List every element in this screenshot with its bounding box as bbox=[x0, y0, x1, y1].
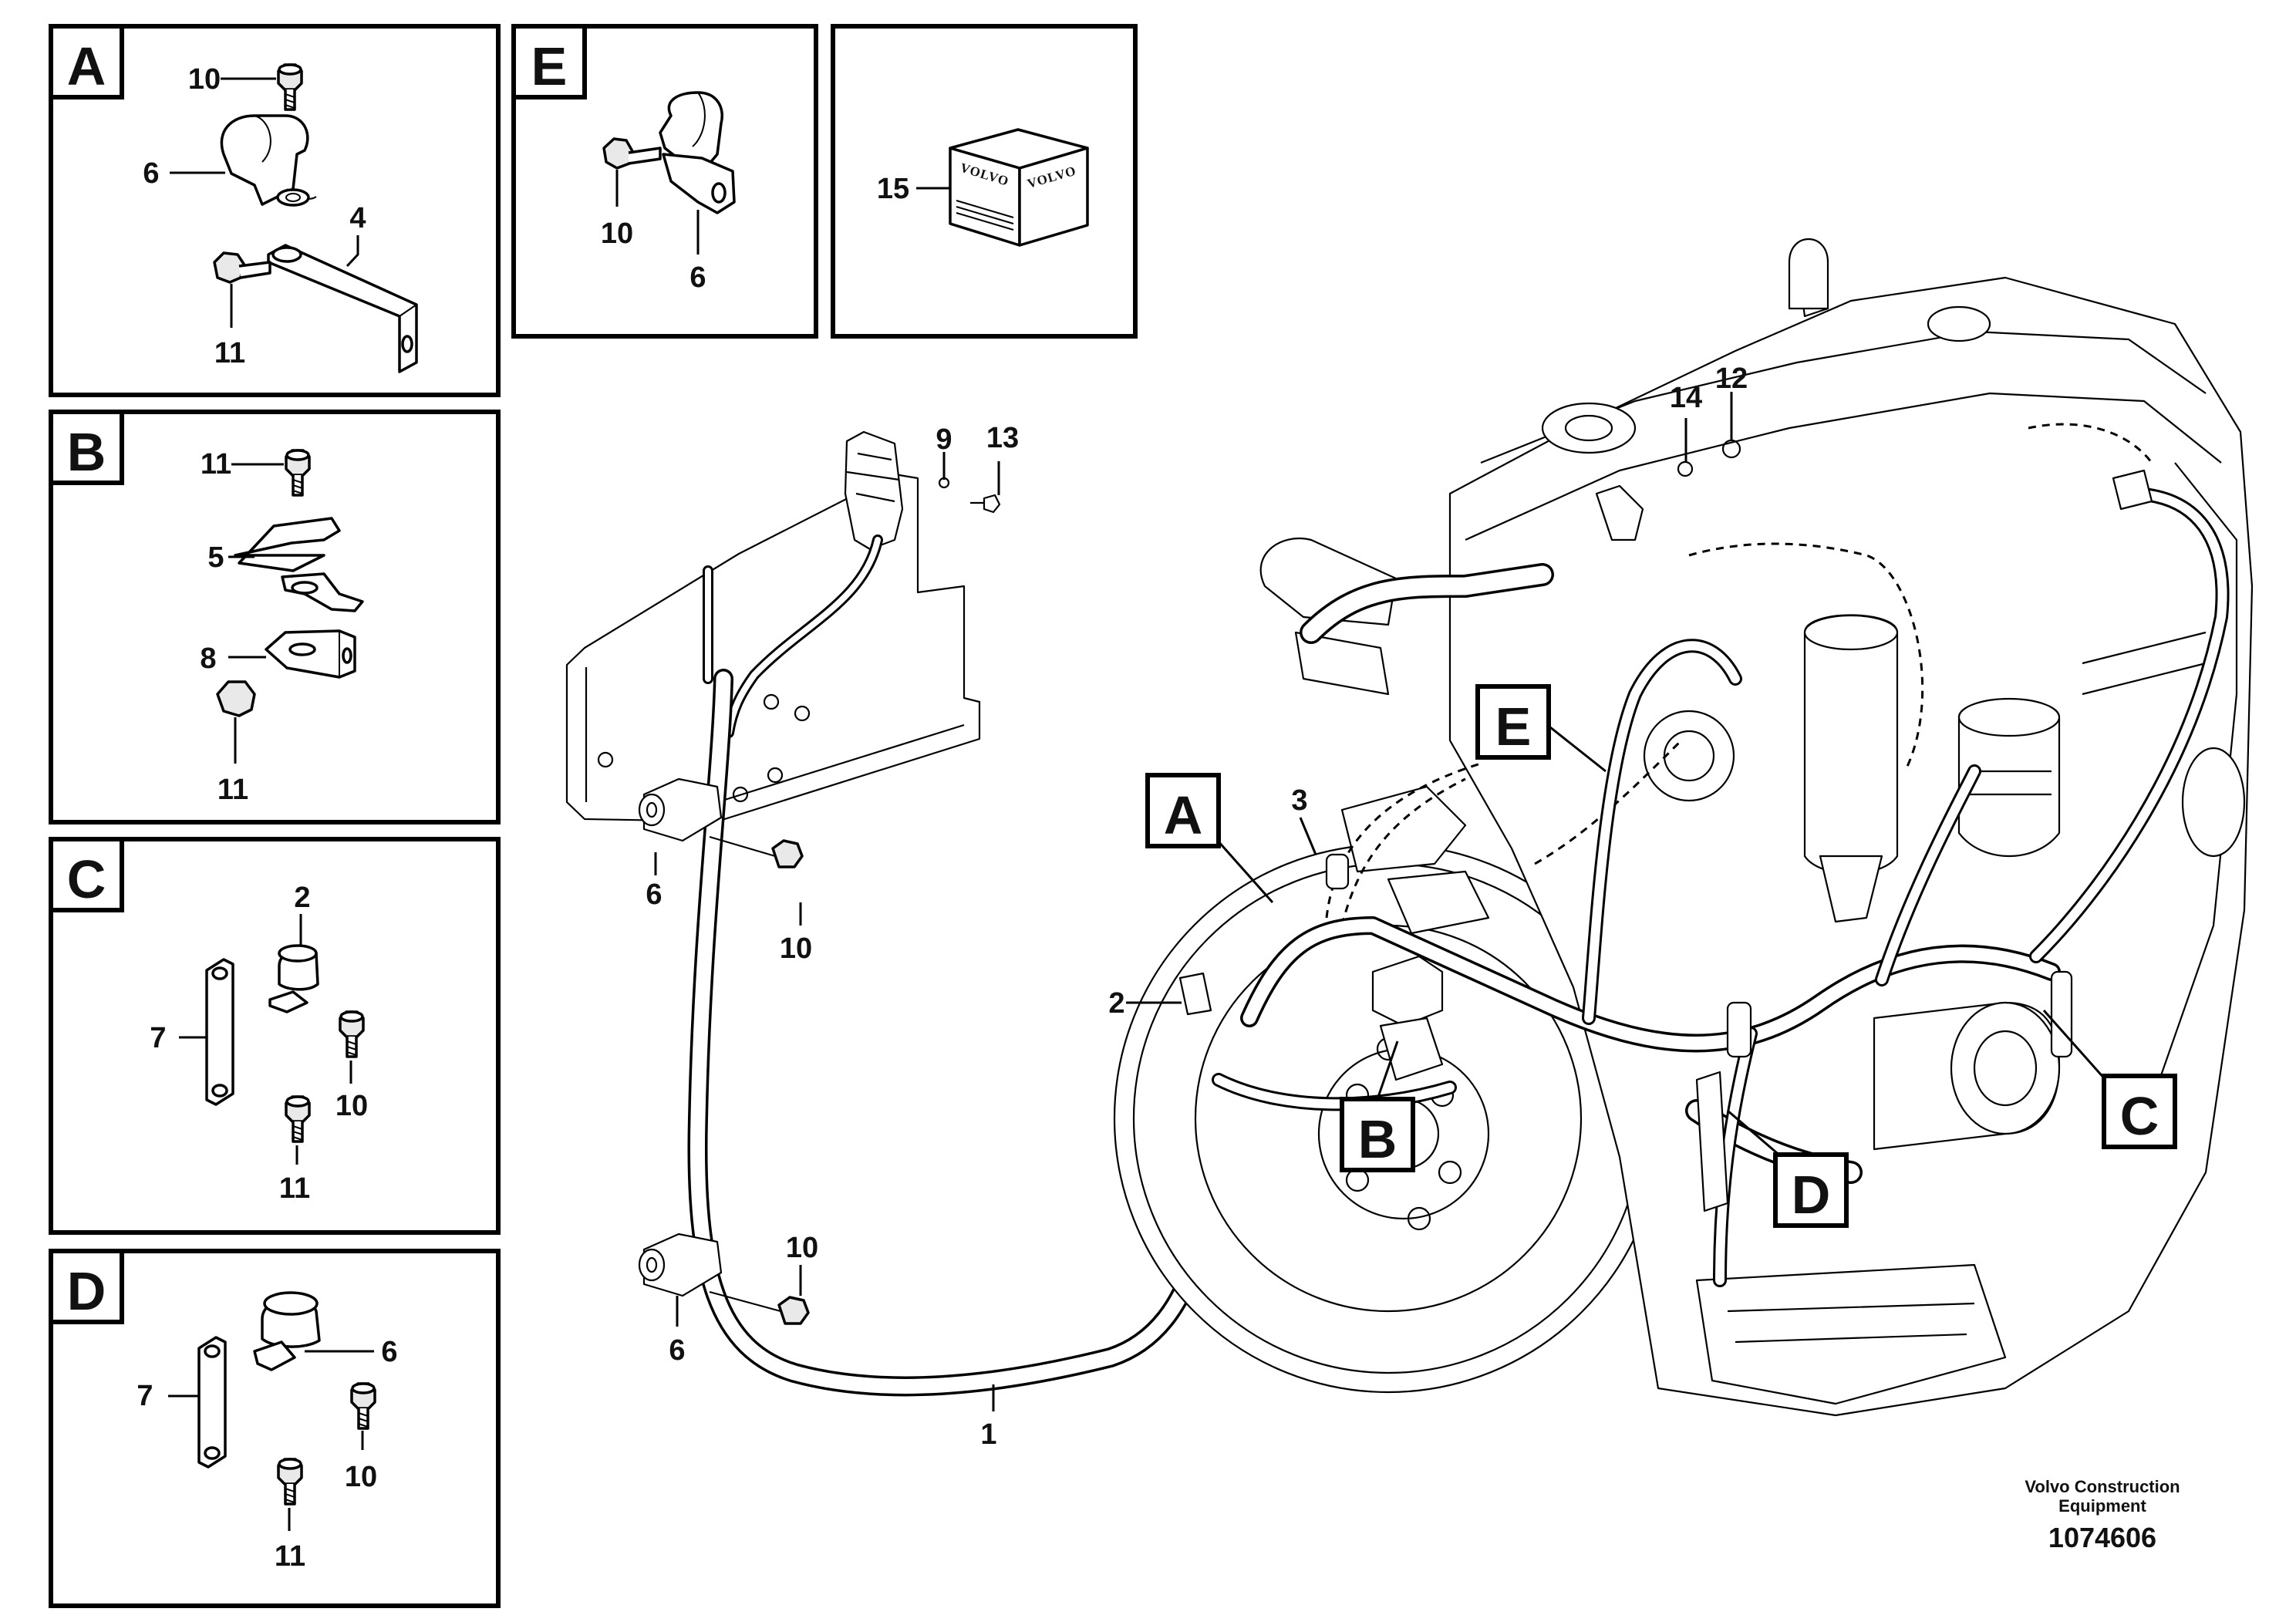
tag-e-letter: E bbox=[1495, 696, 1532, 757]
footer: Volvo Construction Equipment 1074606 bbox=[2025, 1477, 2180, 1553]
screw-10-upper-icon bbox=[709, 835, 804, 868]
panel-c-tag bbox=[49, 837, 124, 912]
panel-d-letter: D bbox=[67, 1261, 106, 1321]
panel-d-label-11: 11 bbox=[275, 1540, 305, 1573]
panel-b-tag bbox=[49, 410, 124, 485]
panel-a-label-10: 10 bbox=[188, 63, 221, 96]
tag-a-letter: A bbox=[1164, 785, 1203, 845]
panel-d-tag bbox=[49, 1249, 124, 1324]
tag-b bbox=[1340, 1097, 1415, 1172]
panel-a-letter: A bbox=[67, 36, 106, 96]
panel-b-label-5: 5 bbox=[207, 541, 224, 574]
engine-illustration bbox=[1113, 238, 2254, 1417]
harness-clamp-lower-icon bbox=[638, 1233, 723, 1297]
clamp-6-icon bbox=[659, 91, 736, 214]
tag-c bbox=[2102, 1074, 2177, 1149]
detail-panel-e: E 10 6 bbox=[511, 24, 818, 339]
doc-number: 1074606 bbox=[2048, 1522, 2156, 1553]
panel-b-letter: B bbox=[67, 422, 106, 482]
company-line-1: Volvo Construction bbox=[2025, 1477, 2180, 1496]
plate-7-icon bbox=[197, 1336, 227, 1469]
detail-tags: A B C D E bbox=[1145, 684, 2177, 1228]
screw-11b-icon bbox=[216, 680, 256, 717]
ecu-connector-icon bbox=[844, 430, 904, 551]
ecu-harness-assembly bbox=[565, 430, 1367, 1397]
tag-d-letter: D bbox=[1792, 1165, 1831, 1225]
callout-9: 9 bbox=[936, 423, 952, 456]
panel-c-letter: C bbox=[67, 849, 106, 909]
panel-d-label-10: 10 bbox=[345, 1461, 377, 1493]
panel-b-label-11a: 11 bbox=[201, 448, 231, 481]
panel-e-label-6: 6 bbox=[689, 261, 706, 294]
screw-11-icon bbox=[213, 251, 271, 284]
callout-2: 2 bbox=[1108, 987, 1124, 1020]
screw-10-lower-icon bbox=[709, 1290, 810, 1325]
callout-10-lower: 10 bbox=[786, 1232, 818, 1264]
detail-panel-d: D 6 7 10 11 bbox=[49, 1249, 501, 1608]
tag-c-letter: C bbox=[2120, 1086, 2159, 1146]
plate-7-icon bbox=[205, 958, 234, 1106]
kit-label-15: 15 bbox=[877, 173, 909, 205]
panel-b-label-8: 8 bbox=[200, 642, 216, 675]
panel-a-label-4: 4 bbox=[349, 202, 366, 234]
panel-a-label-6: 6 bbox=[143, 157, 159, 190]
engine-wiring-harness bbox=[1178, 439, 2230, 1287]
panel-a-label-11: 11 bbox=[214, 337, 245, 369]
kit-panel: VOLVO VOLVO 15 bbox=[831, 24, 1138, 339]
callout-10-upper: 10 bbox=[780, 932, 812, 965]
tag-d bbox=[1773, 1152, 1849, 1228]
bracket-4-icon bbox=[267, 244, 418, 373]
tag-b-letter: B bbox=[1358, 1109, 1397, 1169]
company-line-2: Equipment bbox=[2058, 1496, 2146, 1516]
panel-c-label-10: 10 bbox=[335, 1090, 368, 1122]
clip-5-icon bbox=[234, 517, 341, 572]
relay-block-icon bbox=[1371, 955, 1444, 1027]
fuel-filter-icon bbox=[1803, 614, 1899, 875]
screw-10-icon bbox=[602, 137, 662, 170]
panel-d-label-6: 6 bbox=[381, 1336, 397, 1368]
tag-a bbox=[1145, 773, 1221, 848]
detail-panel-c: C 2 7 10 11 bbox=[49, 837, 501, 1235]
panel-a-tag bbox=[49, 24, 124, 99]
panel-c-label-7: 7 bbox=[150, 1022, 166, 1054]
callout-13: 13 bbox=[986, 422, 1019, 454]
main-callouts: 9 13 14 12 3 2 6 10 10 6 1 bbox=[646, 363, 1748, 1451]
callout-12: 12 bbox=[1715, 363, 1748, 395]
tag-e bbox=[1475, 684, 1551, 760]
callout-6-lower: 6 bbox=[669, 1334, 685, 1367]
volvo-kit-box-icon: VOLVO VOLVO bbox=[949, 128, 1089, 247]
panel-e-letter: E bbox=[531, 36, 568, 96]
callout-3: 3 bbox=[1291, 784, 1307, 817]
panel-c-label-2: 2 bbox=[294, 882, 310, 914]
clamp-6-icon bbox=[253, 1291, 321, 1371]
detail-panel-b: B 11 5 8 11 bbox=[49, 410, 501, 824]
callout-6-upper: 6 bbox=[646, 878, 662, 911]
callout-14: 14 bbox=[1670, 382, 1702, 414]
detail-panel-a: A 10 6 4 11 bbox=[49, 24, 501, 397]
panel-e-label-10: 10 bbox=[601, 218, 633, 250]
panel-d-label-7: 7 bbox=[137, 1380, 153, 1412]
clamp-2-icon bbox=[268, 944, 319, 1013]
panel-c-label-11: 11 bbox=[279, 1172, 310, 1205]
callout-1: 1 bbox=[980, 1418, 996, 1451]
panel-e-tag bbox=[511, 24, 587, 99]
harness-clamp-upper-icon bbox=[638, 777, 723, 842]
panel-b-label-11b: 11 bbox=[217, 774, 248, 806]
